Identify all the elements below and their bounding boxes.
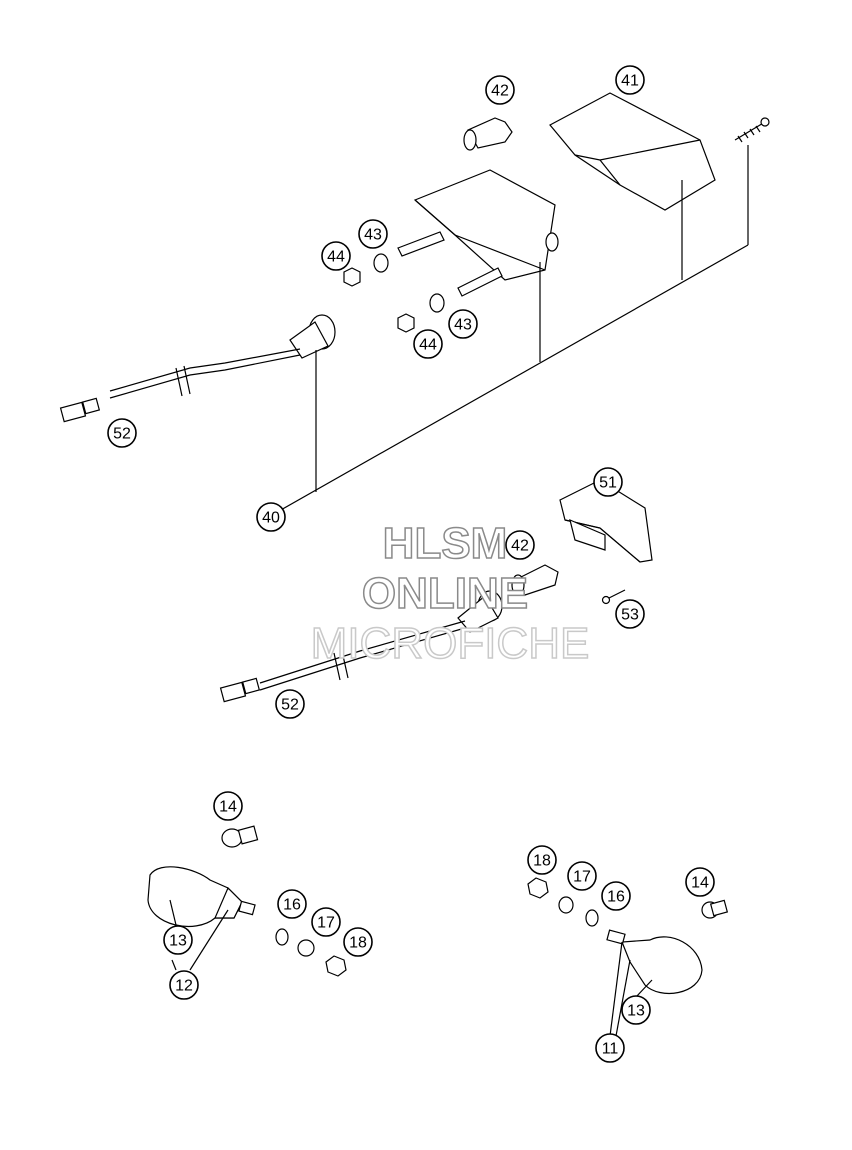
- tail-light-lens: [549, 92, 716, 211]
- callout-circle: [343, 927, 373, 957]
- callout-circle: [358, 219, 388, 249]
- callout-c13a: 13: [163, 925, 193, 955]
- callout-circle: [485, 75, 515, 105]
- callout-c13b: 13: [621, 995, 651, 1025]
- callout-label: 43: [364, 227, 382, 244]
- callout-circle: [275, 689, 305, 719]
- callout-circle: [593, 467, 623, 497]
- callouts: 42 41 43 44 43 44 52 40 51 42 53 52 14 16 17 18 13 12 18 17…: [107, 65, 715, 1063]
- watermark-line-3: MICROFICHE: [311, 619, 590, 668]
- callout-c16b: 16: [601, 881, 631, 911]
- callout-circle: [527, 845, 557, 875]
- callout-c17a: 17: [311, 907, 341, 937]
- right-washer-nut-set: [527, 877, 599, 927]
- nuts-washers-upper: [343, 253, 445, 333]
- tail-light-screw: [734, 117, 770, 143]
- callout-c43a: 43: [358, 219, 388, 249]
- watermark: HLSM ONLINE MICROFICHE: [310, 518, 590, 669]
- callout-circle: [595, 1033, 625, 1063]
- stud-bolts: [397, 231, 503, 297]
- licence-bulb: [511, 564, 559, 596]
- callout-c44a: 44: [321, 241, 351, 271]
- left-indicator: [147, 866, 256, 927]
- leader-lines-left: [169, 899, 229, 971]
- watermark-line-1: HLSM: [383, 519, 508, 568]
- callout-circle: [169, 970, 199, 1000]
- callout-circle: [321, 241, 351, 271]
- callout-label: 42: [491, 83, 509, 100]
- callout-c51: 51: [593, 467, 623, 497]
- licence-screw: [601, 589, 626, 605]
- licence-wire-harness: [219, 590, 503, 703]
- callout-circle: [685, 867, 715, 897]
- callout-circle: [601, 881, 631, 911]
- callout-label: 14: [219, 799, 237, 816]
- leader-lines-top: [271, 145, 749, 516]
- callout-c14b: 14: [685, 867, 715, 897]
- left-bulb: [221, 825, 259, 848]
- callout-c18a: 18: [343, 927, 373, 957]
- callout-circle: [107, 418, 137, 448]
- callout-c52a: 52: [107, 418, 137, 448]
- callout-label: 41: [621, 73, 639, 90]
- watermark-line-2: ONLINE: [362, 569, 528, 618]
- callout-c17b: 17: [567, 861, 597, 891]
- callout-c41: 41: [615, 65, 645, 95]
- callout-label: 52: [281, 697, 299, 714]
- callout-c18b: 18: [527, 845, 557, 875]
- callout-label: 42: [511, 538, 529, 555]
- callout-label: 17: [573, 869, 591, 886]
- callout-circle: [213, 791, 243, 821]
- callout-c14a: 14: [213, 791, 243, 821]
- callout-c44b: 44: [413, 329, 443, 359]
- callout-circle: [413, 329, 443, 359]
- callout-label: 44: [419, 337, 437, 354]
- callout-label: 18: [349, 935, 367, 952]
- callout-label: 12: [175, 978, 193, 995]
- callout-label: 11: [602, 1041, 619, 1058]
- callout-circle: [277, 889, 307, 919]
- callout-c52b: 52: [275, 689, 305, 719]
- callout-label: 18: [533, 853, 551, 870]
- callout-c40: 40: [256, 502, 286, 532]
- callout-label: 14: [691, 875, 709, 892]
- leader-lines-right: [609, 941, 653, 1037]
- callout-label: 51: [599, 475, 617, 492]
- callout-c53: 53: [615, 599, 645, 629]
- callout-label: 40: [262, 510, 280, 527]
- callout-circle: [311, 907, 341, 937]
- callout-circle: [615, 599, 645, 629]
- callout-label: 13: [169, 933, 187, 950]
- tail-bulb: [463, 117, 513, 151]
- callout-label: 16: [283, 897, 301, 914]
- callout-label: 43: [454, 317, 472, 334]
- callout-circle: [256, 502, 286, 532]
- callout-label: 52: [113, 426, 131, 443]
- left-washer-nut-set: [275, 928, 347, 977]
- callout-label: 13: [627, 1003, 645, 1020]
- callout-label: 17: [317, 915, 335, 932]
- callout-circle: [505, 530, 535, 560]
- callout-c43b: 43: [448, 309, 478, 339]
- callout-label: 16: [607, 889, 625, 906]
- callout-c16a: 16: [277, 889, 307, 919]
- callout-label: 44: [327, 249, 345, 266]
- callout-circle: [621, 995, 651, 1025]
- callout-c12: 12: [169, 970, 199, 1000]
- callout-circle: [567, 861, 597, 891]
- tail-wire-harness: [59, 314, 336, 423]
- callout-circle: [163, 925, 193, 955]
- callout-c42a: 42: [485, 75, 515, 105]
- callout-label: 53: [621, 607, 639, 624]
- right-indicator: [606, 929, 703, 994]
- callout-c42b: 42: [505, 530, 535, 560]
- right-bulb: [701, 899, 729, 919]
- callout-circle: [448, 309, 478, 339]
- callout-circle: [615, 65, 645, 95]
- callout-c11: 11: [595, 1033, 625, 1063]
- tail-light-housing: [413, 169, 559, 281]
